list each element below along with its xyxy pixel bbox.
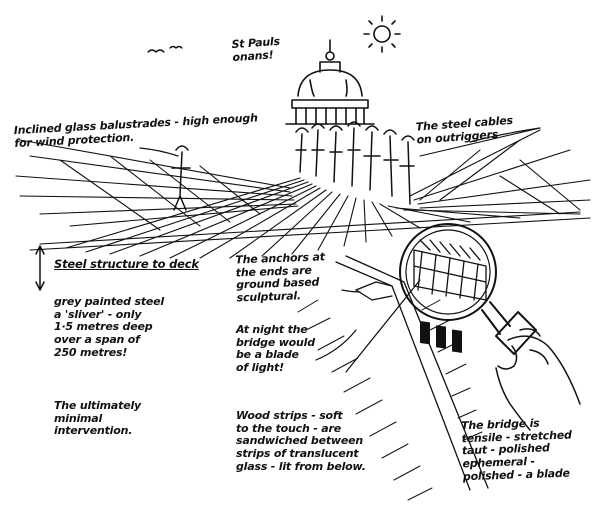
note-minimal-intervention: The ultimately minimal intervention. (54, 399, 141, 438)
bridge-deck-lines (29, 177, 591, 259)
note-night-light: At night the bridge would be a blade of … (236, 323, 315, 374)
birds-icon (147, 45, 183, 53)
magnified-dark-blocks (420, 321, 462, 353)
note-tensile-bridge: The bridge is tensile - stretched taut -… (460, 416, 572, 483)
deck-detail-strip (335, 255, 489, 491)
st-pauls-dome (285, 39, 375, 125)
note-steel-structure: Steel structure to deck (54, 257, 199, 271)
sun-icon (363, 15, 401, 53)
left-cables (15, 139, 299, 231)
note-grey-steel: grey painted steel a 'sliver' - only 1·5… (54, 295, 164, 359)
crowd-figures (171, 121, 415, 211)
deck-hatching (297, 299, 483, 501)
steel-depth-bracket (35, 245, 45, 291)
note-anchors: The anchors at the ends are ground based… (235, 250, 326, 305)
note-wood-strips: Wood strips - soft to the touch - are sa… (236, 409, 366, 473)
magnifier-icon (399, 223, 537, 355)
hand-sketch (495, 328, 581, 431)
right-cables (409, 127, 591, 215)
magnified-deck-section (413, 239, 487, 301)
